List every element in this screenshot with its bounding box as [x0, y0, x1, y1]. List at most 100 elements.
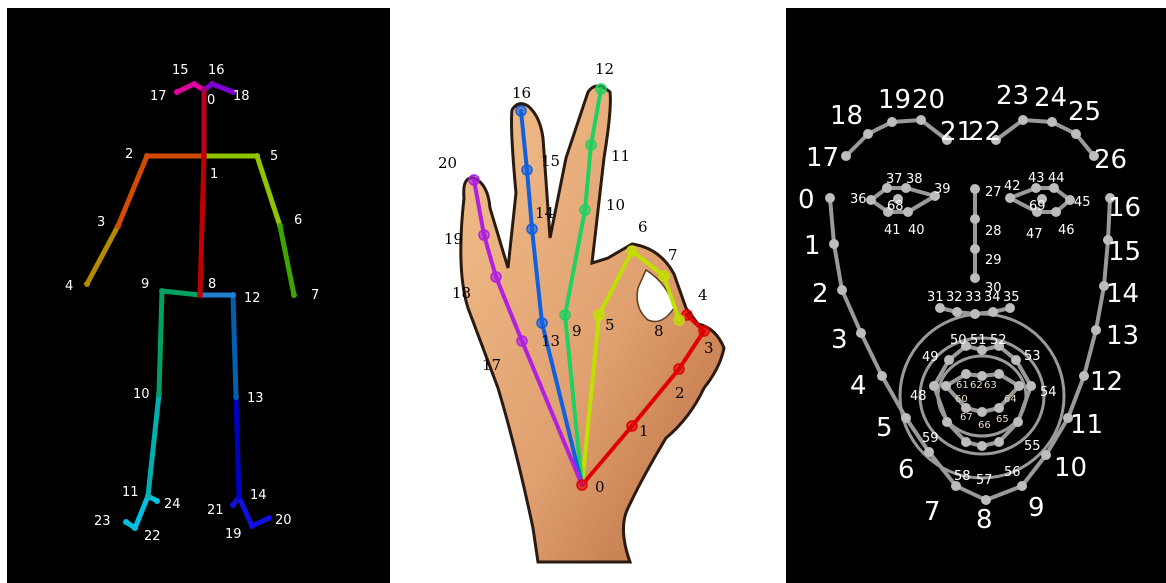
face-landmark-11 — [1063, 413, 1073, 423]
face-landmark-47 — [1032, 207, 1042, 217]
face-landmark-36 — [866, 195, 876, 205]
face-landmark-label-29: 29 — [985, 253, 1002, 268]
left-shin-bone — [233, 394, 242, 500]
body-keypoint-label-3: 3 — [97, 215, 105, 230]
face-landmark-38 — [901, 183, 911, 193]
face-landmark-33 — [970, 309, 980, 319]
face-landmark-9 — [1017, 481, 1027, 491]
face-landmark-54 — [1026, 381, 1036, 391]
face-landmark-label-32: 32 — [946, 290, 963, 305]
body-keypoint-label-14: 14 — [250, 488, 267, 503]
right-ear-bone — [174, 81, 197, 95]
body-keypoint-18 — [230, 89, 236, 95]
right-shin-bone — [145, 391, 162, 499]
face-landmark-56 — [994, 437, 1004, 447]
face-landmark-label-62: 62 — [970, 380, 983, 391]
hand-keypoint-6 — [626, 245, 638, 257]
face-landmark-61 — [961, 369, 971, 379]
face-landmark-26 — [1089, 151, 1099, 161]
hand-keypoint-label-0: 0 — [595, 478, 605, 496]
face-landmark-46 — [1051, 207, 1061, 217]
torso-bone — [197, 153, 207, 298]
face-landmark-label-47: 47 — [1026, 227, 1043, 242]
hand-keypoint-label-6: 6 — [638, 218, 648, 236]
face-landmark-58 — [961, 437, 971, 447]
body-keypoint-label-13: 13 — [247, 391, 264, 406]
face-landmark-2 — [837, 285, 847, 295]
face-landmark-label-41: 41 — [884, 223, 901, 238]
hand-bone-18-19 — [482, 233, 498, 279]
hand-keypoint-label-5: 5 — [605, 316, 615, 334]
face-landmark-label-58: 58 — [954, 469, 971, 484]
hand-keypoint-18 — [490, 271, 502, 283]
face-landmark-label-0: 0 — [798, 185, 815, 215]
hand-keypoint-12 — [595, 83, 607, 95]
face-landmark-label-59: 59 — [922, 431, 939, 446]
face-landmark-label-9: 9 — [1028, 493, 1045, 523]
face-landmark-14 — [1099, 281, 1109, 291]
body-keypoint-23 — [123, 519, 129, 525]
face-landmark-40 — [903, 207, 913, 217]
face-landmark-label-16: 16 — [1108, 193, 1141, 223]
face-landmark-label-35: 35 — [1003, 290, 1020, 305]
face-landmark-label-27: 27 — [985, 185, 1002, 200]
body-keypoint-label-17: 17 — [150, 89, 167, 104]
face-landmark-label-31: 31 — [927, 290, 944, 305]
body-keypoint-label-1: 1 — [210, 167, 218, 182]
hand-silhouette — [459, 84, 726, 564]
face-landmark-label-63: 63 — [984, 380, 997, 391]
face-landmark-53 — [1011, 355, 1021, 365]
left-ear-bone — [209, 81, 236, 95]
body-keypoint-24 — [154, 498, 160, 504]
face-landmark-69 — [1037, 194, 1047, 204]
face-landmark-45 — [1065, 195, 1075, 205]
body-keypoint-3 — [115, 223, 121, 229]
right-big-toe-bone — [132, 493, 151, 531]
face-landmark-label-57: 57 — [976, 473, 993, 488]
body-keypoint-19 — [249, 523, 255, 529]
body-keypoint-15 — [191, 81, 197, 87]
face-landmark-63 — [994, 369, 1004, 379]
right-thigh-bone — [156, 288, 165, 397]
body-keypoint-label-4: 4 — [65, 279, 73, 294]
hand-keypoint-label-3: 3 — [704, 339, 714, 357]
hand-bone-15-16 — [519, 109, 529, 172]
face-landmark-label-50: 50 — [950, 333, 967, 348]
body-keypoint-11 — [145, 493, 151, 499]
face-landmark-22 — [991, 135, 1001, 145]
body-keypoint-1 — [201, 153, 207, 159]
mouth-outer-ring — [898, 312, 1066, 480]
face-landmark-label-25: 25 — [1068, 97, 1101, 127]
face-landmark-label-4: 4 — [850, 371, 867, 401]
body-keypoint-label-0: 0 — [207, 93, 215, 108]
hand-keypoint-label-4: 4 — [698, 286, 708, 304]
body-keypoint-22 — [132, 525, 138, 531]
hand-bone-19-20 — [472, 178, 486, 237]
hand-keypoint-label-19: 19 — [444, 230, 463, 248]
hand-bone-17-18 — [494, 275, 524, 343]
hand-keypoint-label-14: 14 — [535, 204, 554, 222]
face-landmark-label-53: 53 — [1024, 349, 1041, 364]
right-hip-bone — [159, 288, 203, 298]
left-big-toe-bone — [236, 494, 255, 529]
body-keypoint-label-20: 20 — [275, 513, 292, 528]
face-landmark-65 — [994, 403, 1004, 413]
face-landmark-51 — [977, 345, 987, 355]
hand-keypoint-15 — [521, 164, 533, 176]
hand-keypoint-label-17: 17 — [482, 356, 501, 374]
left-thigh-bone — [230, 292, 239, 400]
face-landmark-label-67: 67 — [960, 412, 973, 423]
body-keypoint-13 — [233, 394, 239, 400]
hand-keypoint-2 — [673, 363, 685, 375]
face-landmark-37 — [882, 183, 892, 193]
face-landmark-label-44: 44 — [1048, 171, 1065, 186]
hand-bone-0-5 — [580, 313, 601, 487]
face-landmark-62 — [977, 371, 987, 381]
face-landmark-label-23: 23 — [996, 81, 1029, 111]
face-landmark-55 — [1013, 417, 1023, 427]
body-keypoint-5 — [254, 153, 260, 159]
hand-keypoint-10 — [579, 204, 591, 216]
face-landmark-66 — [977, 407, 987, 417]
body-keypoint-label-9: 9 — [141, 277, 149, 292]
